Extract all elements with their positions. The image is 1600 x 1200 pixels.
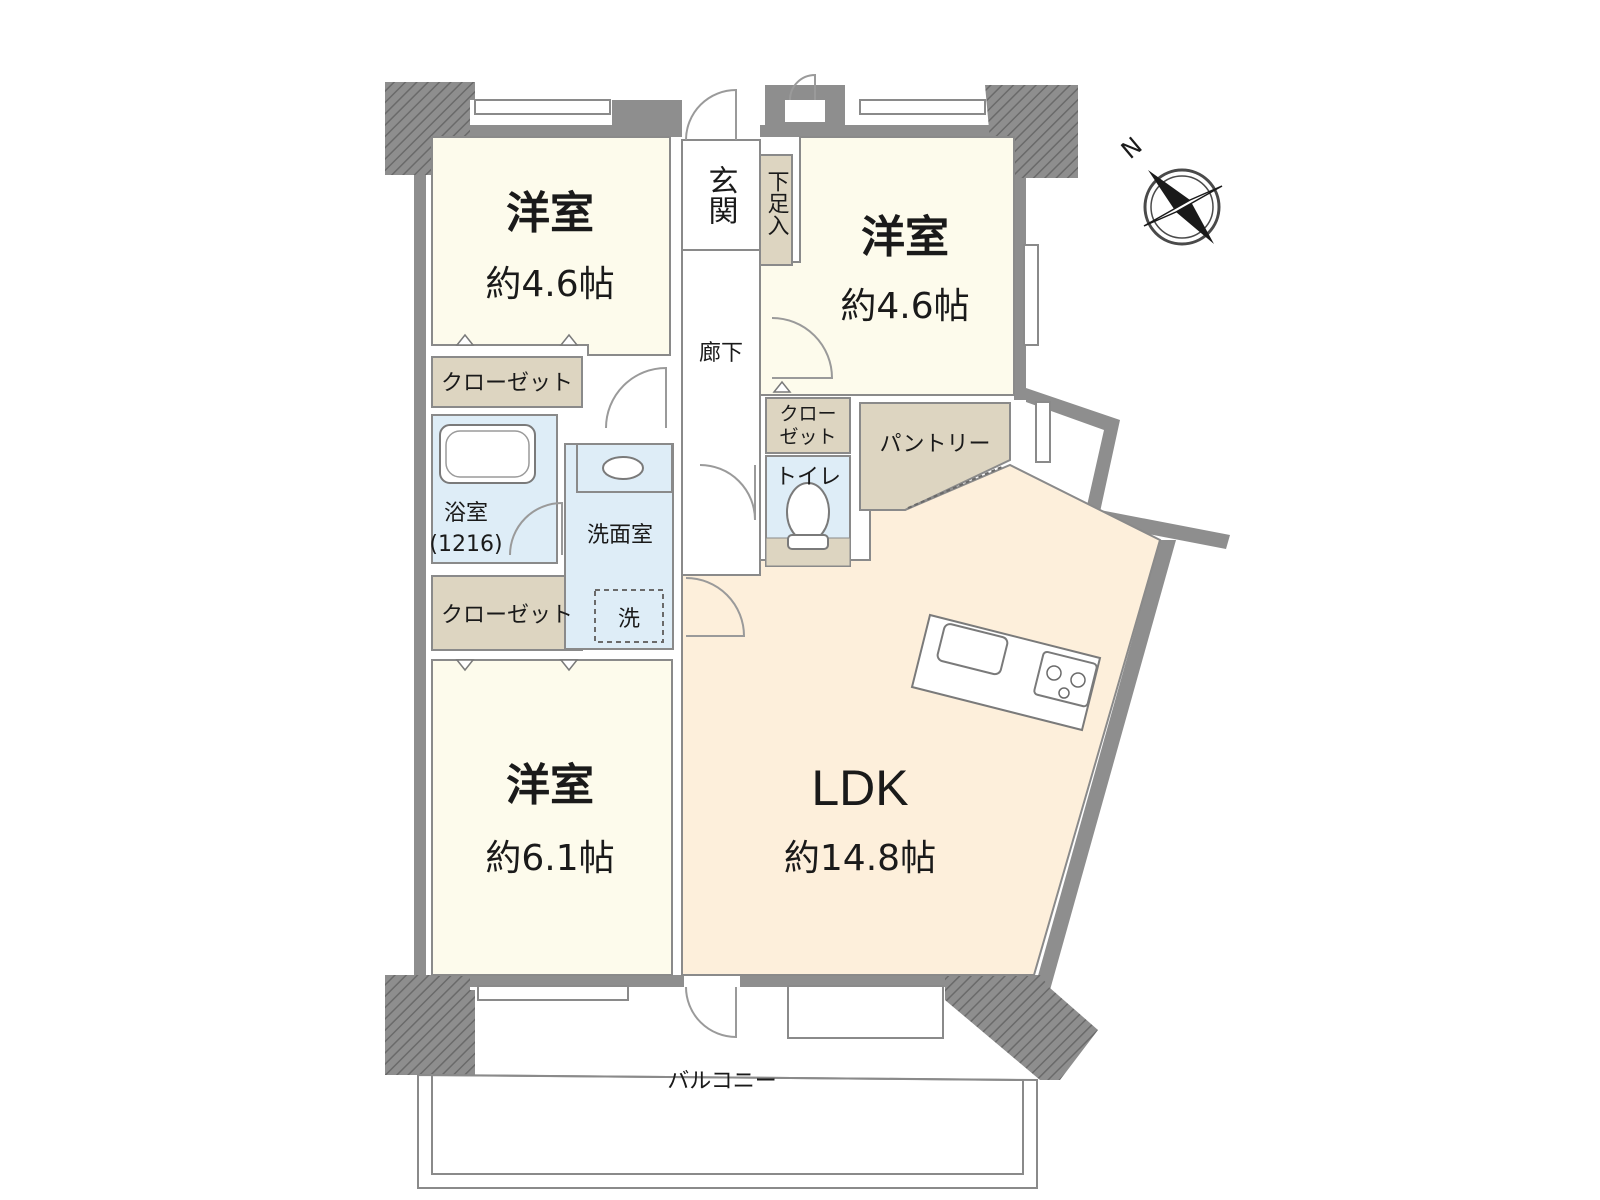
label-washroom: 洗面室 — [587, 523, 653, 548]
door-entrance — [685, 88, 737, 141]
label-closet-small-1: クロー — [779, 403, 836, 425]
column-se — [945, 975, 1098, 1080]
bathtub-icon — [439, 424, 536, 484]
compass-ring-inner — [1150, 175, 1214, 239]
shoe-storage — [759, 154, 793, 266]
label-toilet: トイレ — [775, 465, 841, 490]
compass-north-label: N — [1116, 132, 1148, 165]
columns — [385, 82, 1098, 1080]
wall-east-jog — [1096, 510, 1230, 549]
burner-1-icon — [1046, 665, 1062, 681]
label-bedroom-ne-size: 約4.6帖 — [840, 286, 969, 327]
door-ldk — [685, 577, 746, 637]
label-pantry: パントリー — [879, 432, 990, 457]
bathtub-basin-icon — [445, 430, 530, 478]
burner-3-icon — [1058, 687, 1070, 699]
window-pantry-bay — [1035, 401, 1051, 463]
label-bedroom-nw-size: 約4.6帖 — [485, 264, 614, 305]
closet-hinge-4 — [559, 659, 579, 672]
window-sw — [477, 985, 629, 1001]
closet-hinge-2 — [559, 333, 579, 346]
stove-icon — [1033, 650, 1098, 708]
wall-west — [414, 135, 426, 985]
label-bedroom-sw-name: 洋室 — [506, 760, 594, 811]
compass: N — [1116, 132, 1223, 246]
label-bath-1: 浴室 — [444, 501, 488, 526]
door-bedroom-ne — [771, 317, 834, 379]
column-sw — [385, 975, 475, 1075]
window-s-ldk — [787, 985, 944, 1039]
door-shoe — [789, 73, 816, 101]
label-closet-1: クローゼット — [441, 371, 573, 396]
toilet-tank-icon — [787, 534, 829, 550]
wall-east-angled — [1034, 540, 1176, 990]
label-ldk-name: LDK — [811, 760, 908, 816]
pantry-shelf-line — [907, 465, 1005, 509]
closet-2 — [431, 575, 583, 651]
toilet-bowl-icon — [786, 482, 830, 542]
kitchen-sink-icon — [936, 623, 1009, 676]
label-ldk-size: 約14.8帖 — [784, 838, 936, 879]
closet-small — [765, 397, 851, 454]
burner-2-icon — [1070, 672, 1086, 688]
closet-hinge-1 — [455, 333, 475, 346]
room-bedroom-ne — [759, 136, 1015, 396]
closet-hinge-5 — [772, 380, 792, 393]
door-bath — [509, 501, 563, 556]
window-ne — [859, 99, 986, 115]
column-entrance-r-inner — [785, 100, 825, 122]
fixtures — [439, 424, 1102, 732]
door-toilet — [699, 464, 756, 521]
door-bedroom-nw — [605, 366, 667, 429]
compass-needle-light — [1143, 185, 1223, 227]
pantry — [859, 402, 1011, 511]
label-closet-2: クローゼット — [441, 603, 573, 628]
label-entrance: 玄関 — [703, 165, 738, 225]
label-laundry: 洗 — [618, 607, 640, 632]
window-nw — [474, 99, 611, 115]
label-bedroom-ne-name: 洋室 — [861, 212, 949, 263]
laundry-pan-icon — [594, 589, 664, 643]
room-bedroom-sw — [431, 659, 673, 976]
label-closet-small-2: ゼット — [779, 426, 836, 448]
closet-hinge-3 — [455, 659, 475, 672]
wall-south-left — [414, 975, 684, 987]
room-bedroom-nw — [431, 136, 671, 356]
balcony-inner — [431, 1073, 1024, 1175]
closet-1 — [431, 356, 583, 408]
sink-icon — [602, 456, 644, 480]
label-bedroom-nw-name: 洋室 — [506, 188, 594, 239]
label-bath-2: (1216) — [429, 532, 502, 557]
wall-north-left — [414, 125, 674, 137]
window-east — [1023, 244, 1039, 346]
label-bedroom-sw-size: 約6.1帖 — [485, 838, 614, 879]
windows — [474, 99, 1051, 1039]
door-balcony — [685, 986, 737, 1039]
labels: 洋室 約4.6帖 洋室 約4.6帖 洋室 約6.1帖 LDK 約14.8帖 玄関… — [429, 165, 990, 1094]
room-entrance — [681, 139, 761, 251]
label-shoe-storage: 下足入 — [764, 170, 790, 236]
label-hallway: 廊下 — [699, 341, 743, 366]
column-entrance-l — [612, 100, 682, 137]
label-balcony: バルコニー — [667, 1069, 777, 1094]
wall-pantry-bay — [1026, 388, 1120, 512]
doors — [455, 73, 834, 1039]
